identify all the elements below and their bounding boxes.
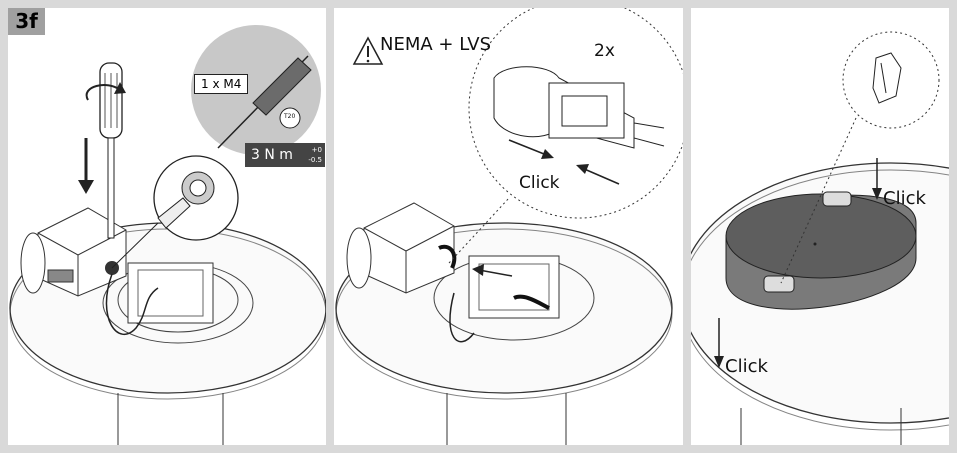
torque-label: 3 N m +0 -0.5 bbox=[245, 143, 325, 167]
mount-bracket bbox=[127, 262, 214, 324]
torque-tol-plus: +0 bbox=[311, 146, 322, 154]
panel1-illustration bbox=[9, 25, 326, 445]
panel-connector: NEMA + LVS 2x Click bbox=[334, 8, 683, 445]
click-label: Click bbox=[519, 173, 560, 193]
panel3-illustration bbox=[691, 31, 949, 445]
click-label-top: Click bbox=[883, 188, 926, 209]
torx-label: T20 bbox=[284, 113, 296, 120]
click-label-bottom: Click bbox=[725, 356, 768, 377]
torque-value: 3 N m bbox=[251, 147, 293, 163]
torque-tol-minus: -0.5 bbox=[308, 156, 322, 164]
panel-cover-click: Click Click bbox=[691, 8, 949, 445]
panel2-illustration bbox=[335, 8, 683, 445]
panel-screw-fixing: 3f 1 x M4 T20 3 N m +0 -0.5 bbox=[8, 8, 326, 445]
count-label: 2x bbox=[594, 41, 615, 61]
warning-text: NEMA + LVS bbox=[380, 34, 491, 55]
step-badge: 3f bbox=[8, 8, 45, 35]
screw-spec-label: 1 x M4 bbox=[194, 74, 249, 94]
